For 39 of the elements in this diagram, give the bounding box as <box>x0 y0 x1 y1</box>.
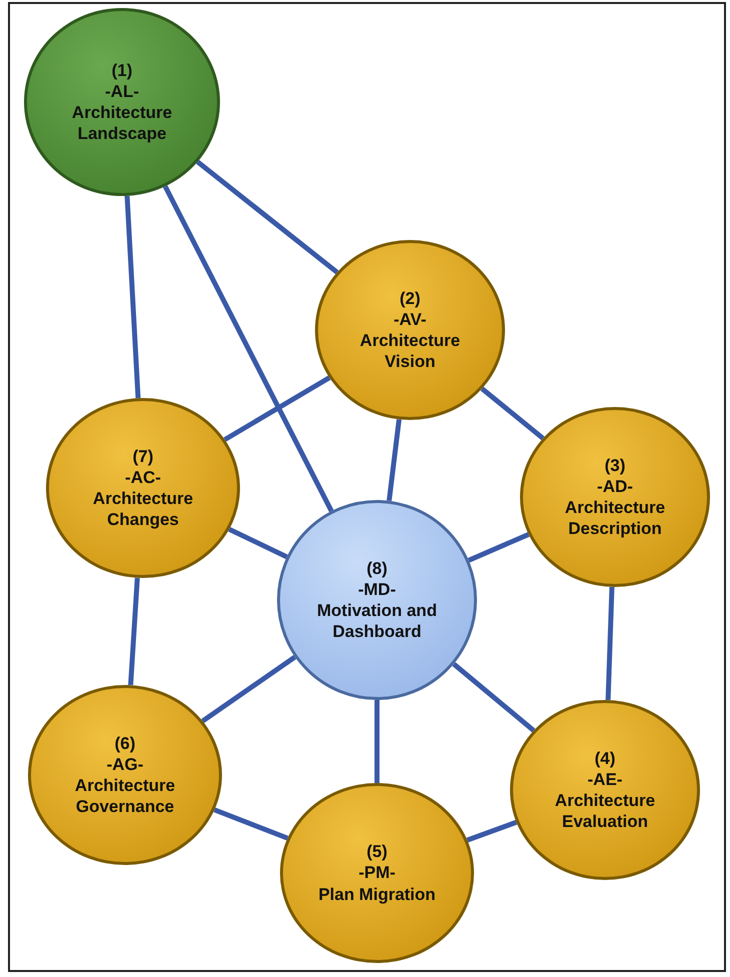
node-number: (4) <box>594 748 616 769</box>
connector-line <box>214 807 288 841</box>
connector-line <box>201 654 296 724</box>
connector-line <box>386 419 402 502</box>
connector-line <box>224 376 331 442</box>
connector-line <box>480 386 545 440</box>
node-code: -PM- <box>358 862 396 884</box>
connector-line <box>452 662 536 732</box>
node-code: -AD- <box>597 476 633 497</box>
node-number: (6) <box>114 732 136 754</box>
node-title: Architecture Description <box>564 497 666 540</box>
connector-line <box>374 700 380 783</box>
node-number: (8) <box>366 558 388 579</box>
node-title: Motivation and Dashboard <box>316 600 438 642</box>
node-title: Architecture Landscape <box>70 102 174 144</box>
node-code: -AE- <box>588 768 622 790</box>
node-title: Architecture Vision <box>358 330 462 372</box>
connector-line <box>124 196 141 398</box>
node-title: Plan Migration <box>318 884 436 905</box>
connector-line <box>162 185 334 512</box>
node-code: -AV- <box>394 308 426 330</box>
node-title: Architecture Evaluation <box>554 790 656 832</box>
connector-line <box>196 160 339 274</box>
connector-line <box>468 532 530 563</box>
connector-line <box>128 578 140 686</box>
node-title: Architecture Governance <box>74 775 176 818</box>
node-code: -AG- <box>106 754 144 775</box>
node-number: (2) <box>400 288 420 309</box>
connector-line <box>228 527 288 560</box>
connector-line <box>606 586 614 700</box>
connector-line <box>466 820 518 842</box>
node-number: (7) <box>132 446 154 467</box>
node-code: -AC- <box>125 466 161 488</box>
node-code: -AL- <box>105 80 139 102</box>
node-number: (3) <box>604 454 626 476</box>
node-number: (1) <box>112 60 132 81</box>
node-title: Architecture Changes <box>92 488 194 530</box>
node-code: -MD- <box>358 578 396 600</box>
node-number: (5) <box>366 841 388 862</box>
